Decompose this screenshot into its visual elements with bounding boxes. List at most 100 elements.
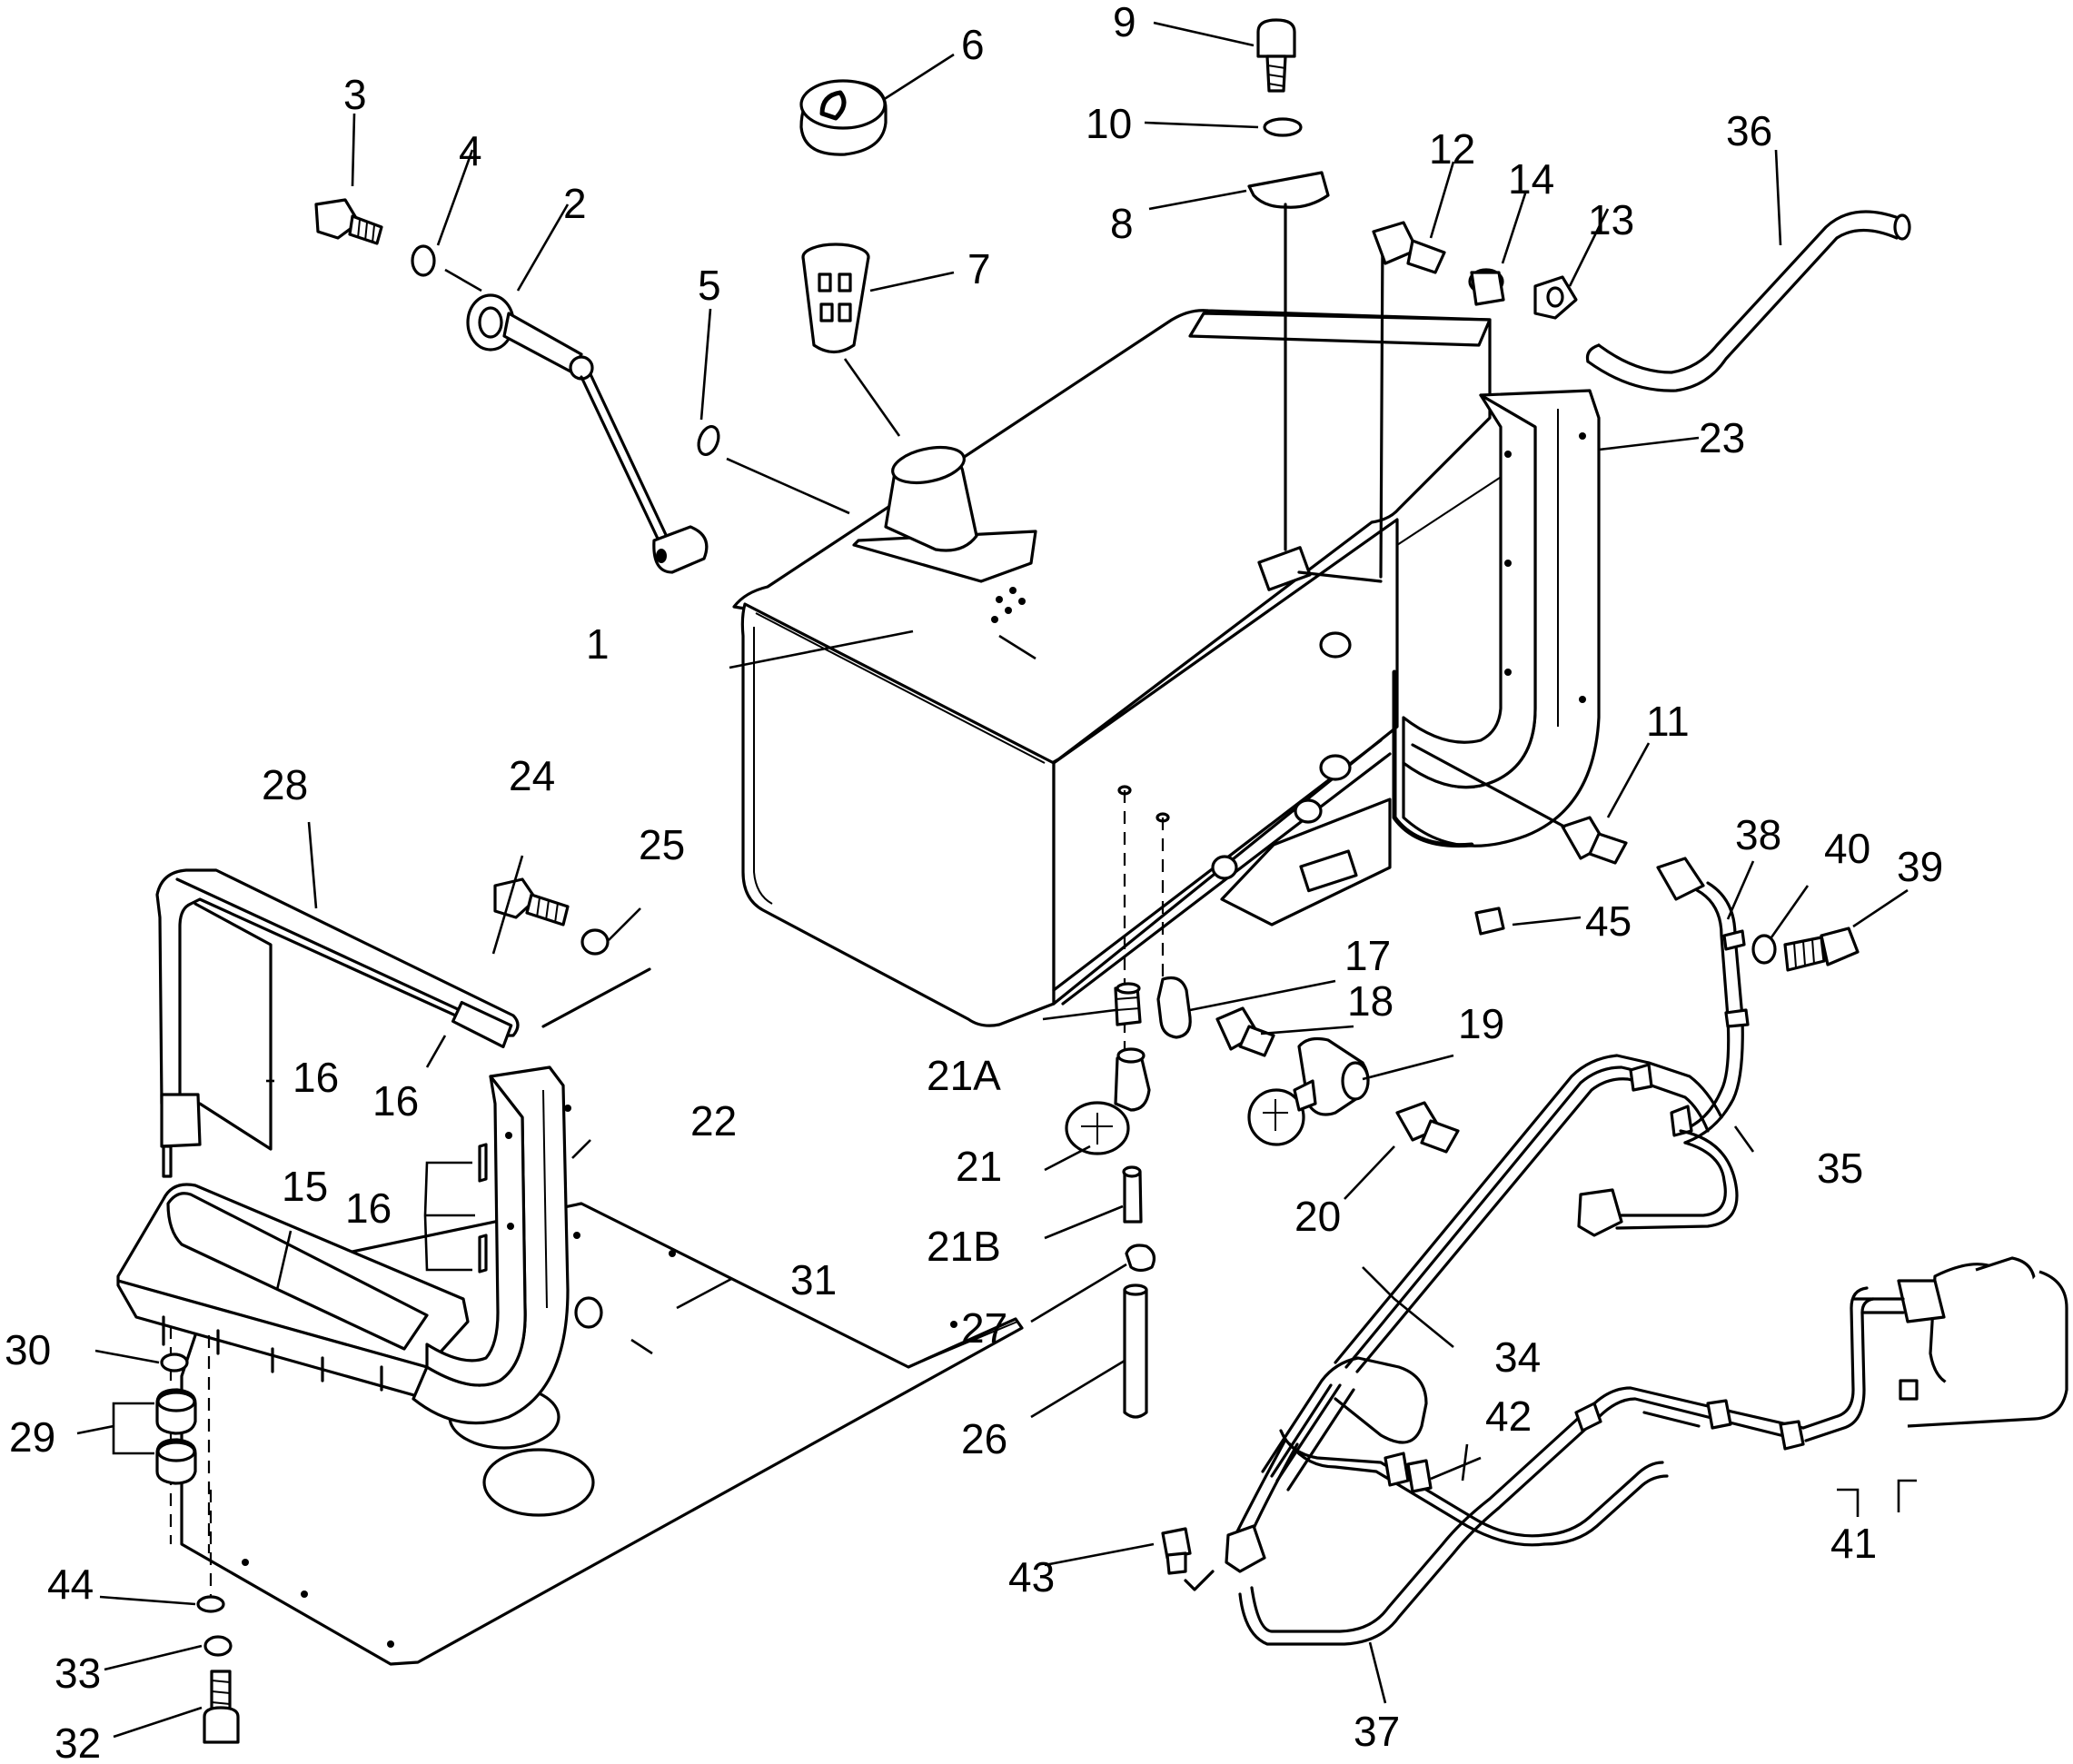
sensor-12-line xyxy=(1379,234,1384,579)
elbow-hole xyxy=(1156,812,1170,823)
strainer xyxy=(801,243,870,354)
label-39: 39 xyxy=(1897,843,1943,890)
label-15: 15 xyxy=(282,1163,328,1210)
washer-10 xyxy=(1263,117,1303,137)
sensor-12 xyxy=(1372,221,1446,274)
clamp-8 xyxy=(1247,171,1330,209)
label-42: 42 xyxy=(1485,1392,1532,1440)
label-9: 9 xyxy=(1113,0,1136,45)
label-11: 11 xyxy=(1646,698,1690,745)
return-line-35 xyxy=(1577,1129,1739,1237)
label-7: 7 xyxy=(967,245,991,292)
connector-18 xyxy=(1215,1006,1275,1057)
nut-13 xyxy=(1533,275,1578,320)
label-4: 4 xyxy=(459,127,482,174)
label-36: 36 xyxy=(1726,107,1772,154)
label-3: 3 xyxy=(343,71,367,118)
drain-hole xyxy=(1117,785,1132,796)
label-5: 5 xyxy=(698,262,721,309)
label-6: 6 xyxy=(961,21,985,68)
label-35: 35 xyxy=(1817,1145,1863,1192)
washer-30 xyxy=(160,1353,189,1373)
washer-40 xyxy=(1751,934,1777,965)
callout-labels: 1 2 3 4 5 6 7 8 9 10 11 12 13 14 15 16 1… xyxy=(5,0,1943,1764)
label-26: 26 xyxy=(961,1415,1007,1462)
label-34: 34 xyxy=(1494,1333,1541,1381)
label-33: 33 xyxy=(55,1650,101,1697)
label-41: 41 xyxy=(1830,1520,1877,1567)
bracket-22 xyxy=(412,1065,603,1425)
label-45: 45 xyxy=(1585,897,1632,945)
bolt-3 xyxy=(314,198,383,245)
washer-4 xyxy=(411,244,436,277)
rear-bracket xyxy=(1188,312,1601,848)
label-37: 37 xyxy=(1354,1708,1400,1755)
drain-valve-21 xyxy=(1065,982,1156,1419)
valve-19 xyxy=(1247,1036,1370,1146)
leader-lines xyxy=(76,21,1917,1739)
filler-cap xyxy=(799,79,888,156)
label-24: 24 xyxy=(509,752,555,799)
nut-29b xyxy=(155,1438,197,1485)
label-10: 10 xyxy=(1086,100,1132,147)
label-1: 1 xyxy=(586,620,610,668)
label-38: 38 xyxy=(1735,811,1781,858)
label-21: 21 xyxy=(956,1143,1002,1190)
fuel-gauge xyxy=(466,293,709,574)
label-28: 28 xyxy=(262,761,308,808)
elbow-hose-35 xyxy=(1656,857,1750,1145)
washer-25 xyxy=(580,928,610,956)
adapter-14 xyxy=(1468,268,1505,306)
breather-pipe-36 xyxy=(1585,210,1911,392)
lockwasher-33 xyxy=(203,1635,233,1657)
nut-29a xyxy=(155,1388,197,1435)
plug-43 xyxy=(1161,1527,1192,1575)
label-17: 17 xyxy=(1344,932,1391,979)
connector-20 xyxy=(1395,1101,1460,1154)
label-21A: 21A xyxy=(927,1052,1001,1099)
label-21B: 21B xyxy=(927,1223,1001,1270)
label-31: 31 xyxy=(790,1256,837,1303)
plug-43-link xyxy=(1184,1570,1215,1591)
label-43: 43 xyxy=(1008,1553,1055,1600)
bolt-24 xyxy=(493,877,570,927)
fitting-11 xyxy=(1561,816,1628,865)
label-8: 8 xyxy=(1110,200,1134,247)
label-32: 32 xyxy=(55,1719,101,1759)
label-23: 23 xyxy=(1699,414,1745,461)
bolt-39 xyxy=(1783,927,1860,972)
cradle-15 xyxy=(116,1183,470,1401)
label-44: 44 xyxy=(47,1561,94,1608)
plug-45 xyxy=(1474,907,1505,936)
label-16b: 16 xyxy=(372,1077,419,1125)
label-2: 2 xyxy=(563,180,587,227)
label-20: 20 xyxy=(1294,1193,1341,1240)
fuel-tank xyxy=(732,309,1509,1027)
line-37-41 xyxy=(1238,1256,2068,1646)
strap-28 xyxy=(155,868,520,1178)
o-ring xyxy=(697,424,720,457)
label-40: 40 xyxy=(1824,825,1870,872)
fitting-11-leader xyxy=(1411,743,1566,828)
label-16c: 16 xyxy=(345,1184,392,1232)
leader-1 xyxy=(729,629,914,669)
label-25: 25 xyxy=(639,821,685,868)
label-30: 30 xyxy=(5,1326,51,1373)
elbow-17 xyxy=(1156,976,1192,1039)
clamp-line-b xyxy=(1297,570,1383,583)
bolt-32 xyxy=(203,1670,240,1744)
line-42 xyxy=(1225,1429,1546,1573)
label-29: 29 xyxy=(9,1413,55,1461)
label-13: 13 xyxy=(1588,196,1634,243)
label-12: 12 xyxy=(1429,125,1475,173)
label-18: 18 xyxy=(1347,977,1394,1025)
label-27: 27 xyxy=(961,1304,1007,1352)
label-14: 14 xyxy=(1508,155,1554,203)
bolt-9 xyxy=(1256,18,1296,93)
washer-44 xyxy=(196,1595,225,1613)
label-22: 22 xyxy=(690,1097,737,1145)
fuel-lines-34 xyxy=(1261,1054,1723,1491)
label-19: 19 xyxy=(1458,1000,1504,1047)
bolt-24-leader xyxy=(541,967,651,1028)
